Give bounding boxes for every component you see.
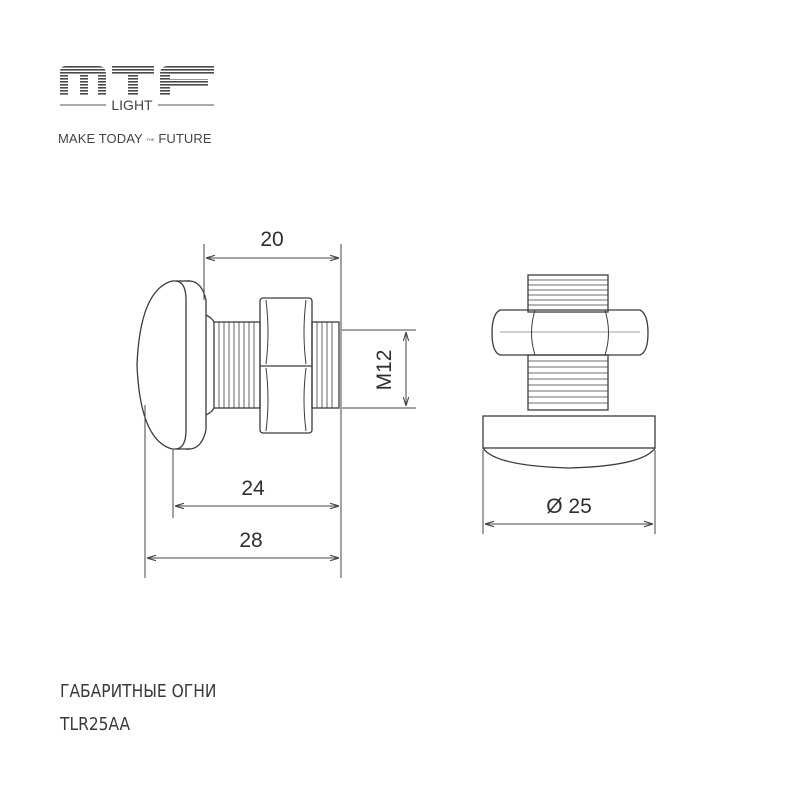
thread-top [527, 274, 609, 313]
dim-label-28: 28 [239, 529, 262, 552]
thread-bottom [527, 354, 609, 411]
tagline-small: THE [146, 137, 155, 143]
base-plate [482, 415, 656, 449]
thread-right [311, 321, 340, 409]
tagline-end: FUTURE [158, 131, 212, 146]
hex-nut-front [491, 309, 649, 356]
brand-logo: LIGHT [58, 60, 228, 150]
thread-left [213, 321, 261, 409]
logo-light-text: LIGHT [111, 97, 153, 113]
mtf-light-logo: LIGHT [60, 66, 214, 113]
dome-cap [136, 280, 173, 450]
dim-label-diameter: Ø 25 [546, 495, 592, 518]
product-model: TLR25AA [60, 714, 131, 735]
side-dimensions [144, 244, 416, 578]
product-category: ГАБАРИТНЫЕ ОГНИ [60, 681, 217, 702]
dome-bottom [482, 447, 656, 469]
dim-label-m12: M12 [373, 350, 396, 391]
thread-lines-left [218, 322, 255, 408]
product-caption: ГАБАРИТНЫЕ ОГНИ TLR25AA [60, 675, 216, 741]
front-dimensions [482, 450, 656, 534]
dim-label-20: 20 [260, 228, 283, 251]
tagline-start: MAKE TODAY [58, 131, 143, 146]
side-view [136, 280, 340, 450]
dim-label-24: 24 [241, 477, 265, 500]
front-view [482, 274, 656, 469]
tagline: MAKE TODAY THE FUTURE [58, 131, 212, 146]
